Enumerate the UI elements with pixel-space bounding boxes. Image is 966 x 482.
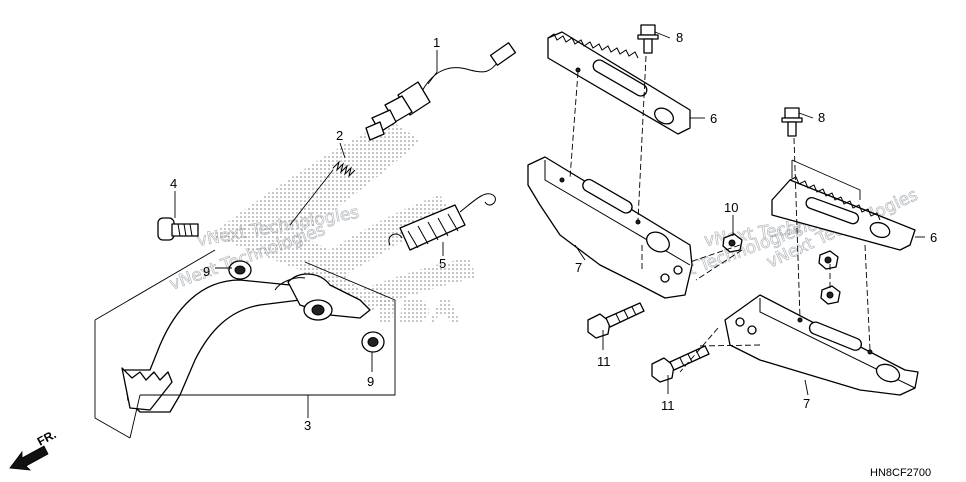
leader-lines [174,31,925,418]
pedal-group-outline [94,249,396,439]
flange-bolt-lower [781,107,803,137]
flange-nut-lower [820,285,841,305]
callout-labels: 1 2 3 4 5 6 6 7 7 8 8 9 9 10 11 11 [170,30,937,433]
callout-8-lower: 8 [818,110,825,125]
mounting-bolt-upper [587,302,645,339]
alignment-lines [569,55,871,373]
callout-2: 2 [336,128,343,143]
switch-spring [289,160,356,226]
front-direction-indicator: FR. [9,427,59,471]
step-holder-right [724,294,919,396]
brake-pedal [121,273,371,413]
front-arrow-icon [9,445,49,471]
step-peg-upper [547,31,691,135]
callout-8-upper: 8 [676,30,683,45]
background-wing-logo [210,120,476,322]
callout-3: 3 [304,418,311,433]
callout-5: 5 [439,256,446,271]
drawing-code: HN8CF2700 [870,467,931,479]
callout-9-lower: 9 [367,374,374,389]
callout-11-upper: 11 [597,354,611,369]
callout-6-upper: 6 [710,111,717,126]
flange-nut-mid [818,250,839,270]
dust-seal-lower [361,331,385,353]
flange-nut-upper [722,233,743,253]
callout-4: 4 [170,176,177,191]
step-holder-left [527,156,693,299]
mounting-bolt-lower [651,345,710,383]
callout-10: 10 [724,200,738,215]
callout-9-upper: 9 [203,264,210,279]
callout-7-lower: 7 [803,396,810,411]
callout-1: 1 [433,35,440,50]
flange-bolt-upper [637,24,659,54]
callout-6-lower: 6 [930,230,937,245]
return-spring [388,193,496,251]
brake-stop-switch [365,42,517,141]
front-label: FR. [35,427,59,448]
pivot-bolt [157,217,199,241]
callout-7-upper: 7 [575,260,582,275]
step-peg-lower [771,176,916,251]
callout-11-lower: 11 [661,398,675,413]
dust-seal-upper [228,260,252,280]
